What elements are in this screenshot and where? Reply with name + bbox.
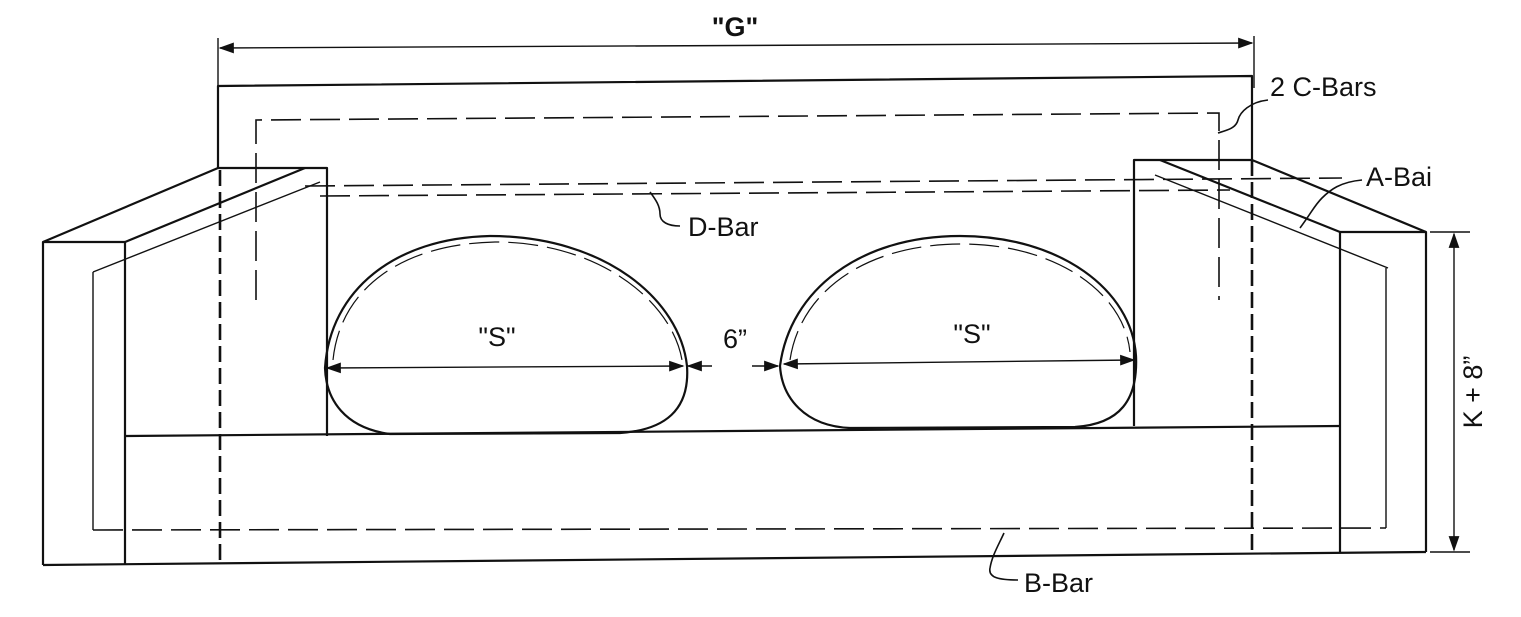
width-label: "G" (712, 12, 759, 42)
b-bar-label: B-Bar (1024, 568, 1093, 598)
height-label: K + 8” (1458, 356, 1488, 429)
seat-left-label: "S" (478, 322, 515, 352)
seat-dimensions (325, 354, 1136, 374)
sofa-back (216, 74, 1254, 300)
seat-base (42, 424, 1427, 567)
right-arm (1132, 158, 1428, 552)
leader-lines (649, 99, 1363, 581)
seat-right-label: "S" (953, 319, 990, 349)
height-dimension (1430, 231, 1470, 553)
left-arm (41, 166, 329, 565)
d-bar-label: D-Bar (688, 212, 759, 242)
seat-cushion-left (323, 234, 689, 436)
hidden-frame-lines (92, 160, 1387, 565)
a-bar-label: A-Bai (1366, 162, 1432, 192)
width-dimension (217, 36, 1255, 90)
seat-cushion-right (778, 234, 1138, 430)
c-bars-label: 2 C-Bars (1270, 72, 1377, 102)
gap-label: 6” (723, 324, 747, 354)
